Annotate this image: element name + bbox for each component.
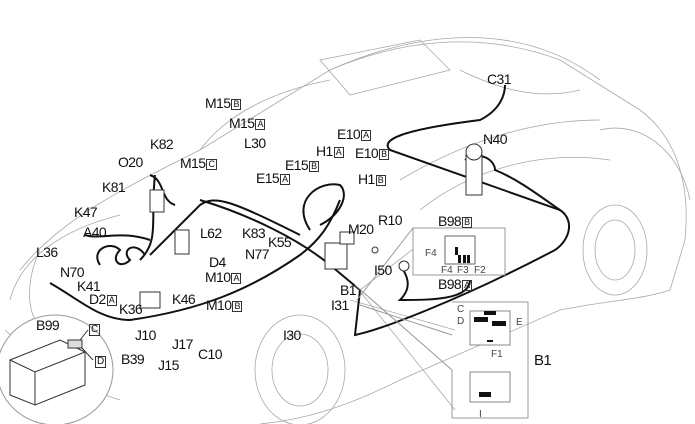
label-text: E15 — [285, 157, 309, 173]
label-K47: K47 — [74, 204, 98, 220]
label-C31: C31 — [487, 71, 511, 87]
label-suffix: B — [231, 99, 242, 110]
label-N40: N40 — [483, 131, 507, 147]
label-L30: L30 — [244, 135, 266, 151]
label-K55: K55 — [268, 234, 292, 250]
label-text: D2 — [89, 291, 106, 307]
label-B39: B39 — [121, 351, 145, 367]
label-N70: N70 — [60, 264, 84, 280]
label-suffix: A — [333, 147, 344, 158]
label-K46: K46 — [172, 291, 196, 307]
label-B1: B1 — [340, 282, 357, 298]
label-I50: I50 — [374, 262, 392, 278]
label-L36: L36 — [36, 244, 58, 260]
label-K36: K36 — [119, 301, 143, 317]
b1-label-d: D — [457, 316, 465, 327]
label-text: M15 — [205, 95, 231, 111]
fusebox-inset — [356, 227, 506, 301]
battery-label-d: D — [95, 356, 107, 368]
fuse-label-f2: F2 — [474, 265, 486, 276]
label-text: E10 — [337, 126, 361, 142]
b1-inset — [354, 284, 529, 419]
label-suffix: A — [462, 280, 473, 291]
label-suffix: A — [255, 119, 266, 130]
label-text: M15 — [229, 115, 255, 131]
label-text: B98 — [438, 276, 462, 292]
b1-inset-title: B1 — [534, 352, 552, 369]
label-text: M10 — [206, 297, 232, 313]
wiring-harness — [49, 84, 570, 337]
label-suffix: A — [231, 273, 242, 284]
label-suffix: B — [232, 301, 243, 312]
label-text: E15 — [256, 170, 280, 186]
label-J15: J15 — [158, 357, 179, 373]
label-text: H1 — [316, 143, 333, 159]
label-suffix: B — [379, 149, 390, 160]
label-text: B98 — [438, 213, 462, 229]
label-suffix: A — [106, 295, 117, 306]
label-suffix: B — [309, 161, 320, 172]
label-N77: N77 — [245, 246, 269, 262]
label-text: E10 — [355, 145, 379, 161]
label-I30: I30 — [283, 327, 301, 343]
label-R10: R10 — [378, 212, 402, 228]
label-L62: L62 — [200, 225, 222, 241]
label-suffix: A — [361, 130, 372, 141]
label-suffix: C — [206, 159, 217, 170]
label-M20: M20 — [348, 221, 374, 237]
label-K41: K41 — [77, 278, 101, 294]
b1-label-e: E — [516, 317, 523, 328]
label-D4: D4 — [209, 254, 226, 270]
label-text: M15 — [180, 155, 206, 171]
label-I31: I31 — [331, 297, 349, 313]
label-A40: A40 — [83, 224, 107, 240]
components — [139, 143, 483, 309]
label-suffix: B — [462, 217, 473, 228]
label-J17: J17 — [172, 336, 193, 352]
label-text: H1 — [358, 171, 375, 187]
label-suffix: A — [280, 174, 291, 185]
fuse-label-f4: F4 — [441, 265, 453, 276]
label-text: M10 — [205, 269, 231, 285]
b1-label-f1: F1 — [491, 349, 503, 360]
label-O20: O20 — [118, 154, 143, 170]
b1-label-c: C — [457, 304, 465, 315]
battery-label-c: C — [89, 324, 101, 336]
battery-inset — [0, 314, 114, 424]
label-suffix: B — [375, 175, 386, 186]
label-K83: K83 — [242, 225, 266, 241]
label-K82: K82 — [150, 136, 174, 152]
label-K81: K81 — [102, 179, 126, 195]
fuse-label-f3: F3 — [457, 265, 469, 276]
label-C10: C10 — [198, 346, 222, 362]
fuse-label-f4-side: F4 — [425, 248, 437, 259]
label-J10: J10 — [135, 327, 156, 343]
b1-label-i: I — [479, 409, 482, 420]
label-B99: B99 — [36, 317, 60, 333]
